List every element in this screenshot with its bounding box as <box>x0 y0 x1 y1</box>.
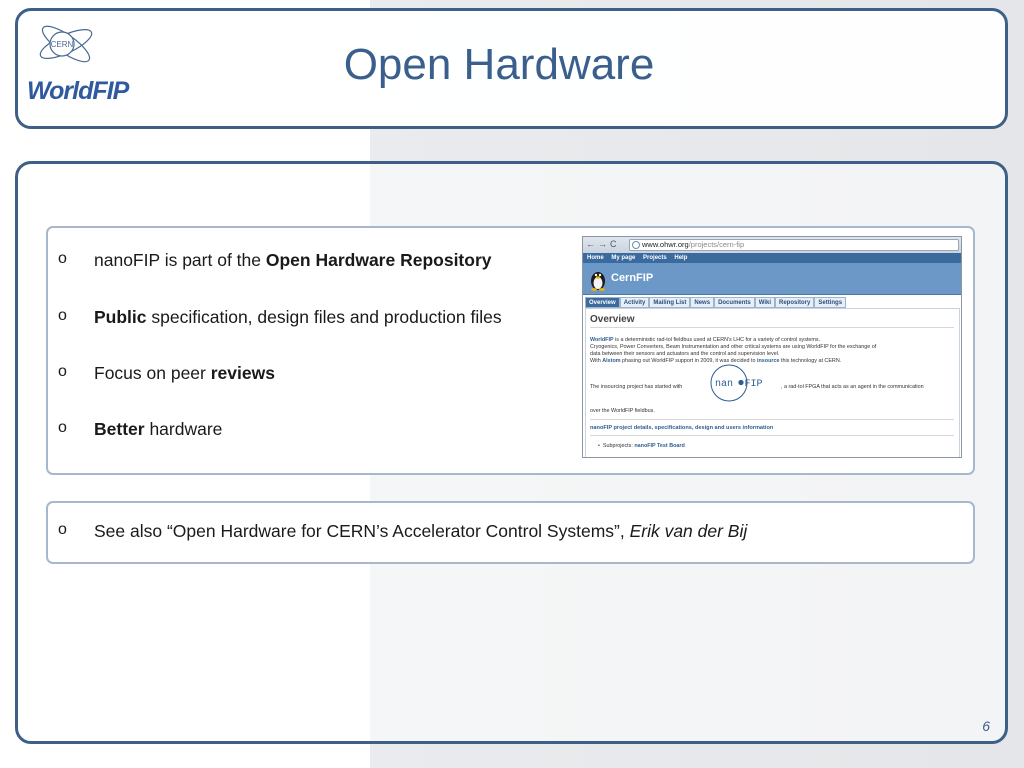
tab-settings: Settings <box>814 297 847 308</box>
overview-paragraph: WorldFIP is a deterministic rad-tol fiel… <box>590 337 955 365</box>
tab-documents: Documents <box>714 297 755 308</box>
page-number: 6 <box>982 718 990 734</box>
worldfip-link: WorldFIP <box>590 337 614 343</box>
nanofip-description: , a rad-tol FPGA that acts as an agent i… <box>781 384 924 390</box>
browser-url-bar: www.ohwr.org/projects/cern-fip <box>629 239 959 251</box>
reference-box: o See also “Open Hardware for CERN’s Acc… <box>46 501 975 564</box>
nanofip-logo: nan FIP <box>710 364 763 402</box>
project-header: CernFIP <box>583 263 961 295</box>
bullet-text: Public specification, design files and p… <box>94 307 502 328</box>
bullet-text-plain: nanoFIP is part of the <box>94 250 266 270</box>
nanofip-logo-text-b: FIP <box>745 379 763 390</box>
tab-wiki: Wiki <box>754 297 776 308</box>
site-link-my-page: My page <box>611 255 636 261</box>
bullet-text: nanoFIP is part of the Open Hardware Rep… <box>94 250 492 271</box>
bullet-mark: o <box>58 521 67 538</box>
globe-icon <box>632 241 640 249</box>
paragraph-text: over the WorldFIP fieldbus. <box>590 408 655 414</box>
paragraph-text: is a deterministic rad-tol fieldbus used… <box>613 337 821 343</box>
paragraph-text: With <box>590 358 603 364</box>
bullet-mark: o <box>58 363 67 380</box>
paragraph-text: data between their sensors and actuators… <box>590 351 780 357</box>
nanofip-details-link: nanoFIP project details, specifications,… <box>590 425 774 431</box>
nanofip-intro-text: The insourcing project has started with <box>590 384 683 390</box>
subprojects-item: • Subprojects: nanoFIP Test Board <box>598 443 685 449</box>
project-name: CernFIP <box>611 272 654 284</box>
tab-repository: Repository <box>775 297 815 308</box>
reference-author: Erik van der Bij <box>629 521 748 541</box>
url-host: www.ohwr.org <box>642 240 689 249</box>
url-path: /projects/cern-fip <box>688 240 745 249</box>
paragraph-text: this technology at CERN. <box>779 358 842 364</box>
browser-nav-icons: ←→C <box>586 239 620 249</box>
insource-link: insource <box>757 358 780 364</box>
paragraph-text: Cryogenics, Power Converters, Beam Instr… <box>590 344 877 350</box>
alstom-link: Alstom <box>602 358 621 364</box>
bullet-mark: o <box>58 419 67 436</box>
overview-heading: Overview <box>590 314 635 325</box>
tab-overview: Overview <box>585 297 620 308</box>
bullet-mark: o <box>58 307 67 324</box>
site-link-projects: Projects <box>643 255 667 261</box>
bullet-text-bold: Better <box>94 419 145 439</box>
reference-title: See also “Open Hardware for CERN’s Accel… <box>94 521 630 541</box>
bullet-text-bold: Open Hardware Repository <box>265 250 492 270</box>
site-link-help: Help <box>674 255 688 261</box>
bullet-text-plain: hardware <box>144 419 223 439</box>
divider <box>590 435 954 436</box>
site-top-menu: Home My page Projects Help <box>583 253 961 263</box>
divider <box>590 419 954 420</box>
bullet-text: Focus on peer reviews <box>94 363 275 384</box>
cern-logo-icon: CERN <box>39 25 93 63</box>
cern-worldfip-logo: CERN WorldFIP <box>26 22 136 112</box>
browser-toolbar: ←→C www.ohwr.org/projects/cern-fip <box>583 237 961 253</box>
site-link-home: Home <box>587 255 604 261</box>
slide-title: Open Hardware <box>0 40 1024 90</box>
bullet-text-bold: reviews <box>210 363 275 383</box>
ohwr-browser-screenshot: ←→C www.ohwr.org/projects/cern-fip Home … <box>582 236 962 458</box>
logo-text: CERN <box>51 40 74 49</box>
worldfip-wordmark: WorldFIP <box>27 77 129 105</box>
reference-text: See also “Open Hardware for CERN’s Accel… <box>94 521 747 542</box>
paragraph-text: phasing out WorldFIP support in 2009, it… <box>620 358 758 364</box>
divider <box>590 327 954 328</box>
tab-news: News <box>690 297 715 308</box>
slide-title-text: Open Hardware <box>343 40 655 89</box>
tab-activity: Activity <box>619 297 650 308</box>
subprojects-label: Subprojects: <box>602 443 635 449</box>
tab-mailing-list: Mailing List <box>649 297 691 308</box>
header-frame <box>15 8 1008 129</box>
bullet-mark: o <box>58 250 67 267</box>
bullet-text-plain: Focus on peer <box>94 363 211 383</box>
bullet-text: Better hardware <box>94 419 222 440</box>
bullet-text-plain: specification, design files and producti… <box>146 307 502 327</box>
nanofip-logo-text-a: nan <box>715 379 733 390</box>
nanofip-test-board-link: nanoFIP Test Board <box>634 443 685 449</box>
tux-penguin-icon <box>591 272 605 291</box>
project-overview-panel: Overview WorldFIP is a deterministic rad… <box>585 308 960 457</box>
bullet-text-bold: Public <box>94 307 147 327</box>
